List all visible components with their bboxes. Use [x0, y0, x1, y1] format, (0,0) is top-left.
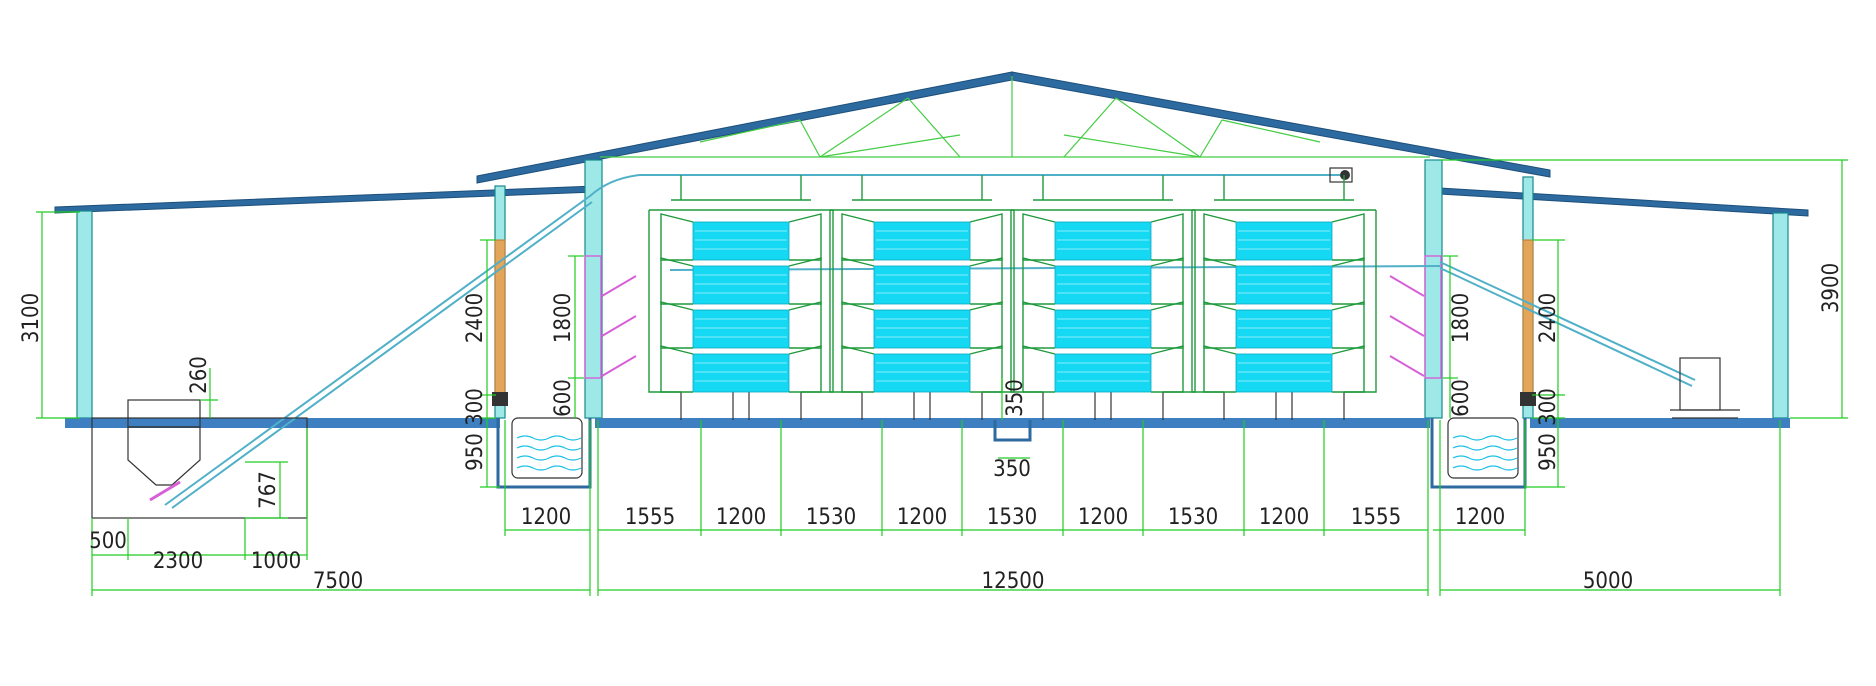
right-annex-roof [1439, 187, 1809, 217]
dim-span-left: 7500 [313, 569, 363, 594]
dim-pit-width-right: 1200 [1455, 505, 1505, 530]
cage-tier [1235, 265, 1333, 305]
main-roof-left-slope [476, 71, 1013, 184]
dim-channel-w: 350 [993, 457, 1031, 482]
cage-battery-3 [1010, 175, 1196, 420]
roof-structure [54, 71, 1809, 217]
silo-outlet [149, 480, 181, 502]
left-water-tank [511, 417, 583, 479]
manure-channel [993, 420, 1032, 442]
left-tank-water [516, 435, 582, 471]
cage-battery-group [648, 175, 1377, 420]
left-annex-roof [54, 185, 596, 214]
dim-cage-4: 1200 [1259, 505, 1309, 530]
dim-silo-500: 500 [89, 529, 127, 554]
dim-silo-260: 260 [187, 356, 212, 394]
dim-cage-3: 1200 [1078, 505, 1128, 530]
silo-cone [127, 426, 201, 486]
water-tanks [511, 417, 1519, 479]
cage-tier [692, 353, 790, 393]
right-bracket-fixtures [1389, 255, 1442, 379]
dim-silo-2300: 2300 [153, 549, 203, 574]
left-pump-unit [492, 392, 508, 406]
dim-aisle-3: 1530 [987, 505, 1037, 530]
cage-tier [873, 265, 971, 305]
cage-tier [1054, 221, 1152, 261]
dim-pit-width-left: 1200 [521, 505, 571, 530]
cage-tier [873, 309, 971, 349]
dimension-labels: 3100 3900 2400 2400 1800 1800 600 600 30… [19, 263, 1844, 594]
dim-wall-right-300: 300 [1536, 388, 1561, 426]
left-bracket-fixtures [584, 255, 637, 379]
ground-middle [595, 418, 1430, 428]
dim-cage-1: 1200 [716, 505, 766, 530]
cage-tier [1235, 309, 1333, 349]
dim-cage-2: 1200 [897, 505, 947, 530]
cage-tier [873, 221, 971, 261]
dim-pit-right: 950 [1536, 433, 1561, 471]
dim-base-left: 600 [551, 379, 576, 417]
dim-aisle-1: 1555 [625, 505, 675, 530]
right-cooling-pad [1522, 239, 1534, 396]
dim-cage-left: 1800 [551, 293, 576, 343]
dim-cage-right: 1800 [1449, 293, 1474, 343]
aisle-ticks [504, 420, 1526, 596]
cage-tier [1235, 221, 1333, 261]
dimension-lines [36, 159, 1848, 596]
right-water-tank [1447, 417, 1519, 479]
cage-tier [692, 265, 790, 305]
ground-left [65, 418, 500, 428]
dim-pad-right: 2400 [1536, 293, 1561, 343]
ground-right [1530, 418, 1790, 428]
dim-aisle-2: 1530 [806, 505, 856, 530]
dim-aisle-5: 1555 [1351, 505, 1401, 530]
dim-aisle-4: 1530 [1168, 505, 1218, 530]
cage-tier [692, 221, 790, 261]
right-tank-water [1452, 435, 1518, 471]
cage-battery-2 [829, 175, 1015, 420]
feed-auger-left [164, 174, 1340, 506]
cage-tier [873, 353, 971, 393]
feed-auger-right [1439, 261, 1696, 381]
dim-silo-767: 767 [256, 471, 281, 509]
dim-height-left-wall: 3100 [19, 293, 44, 343]
feed-auger-right-inner [1439, 267, 1693, 387]
cage-tier [1054, 309, 1152, 349]
right-main-wall [1424, 159, 1443, 419]
cage-battery-1 [648, 175, 834, 420]
left-outer-wall [76, 210, 93, 419]
dim-channel-h: 350 [1003, 379, 1028, 417]
right-pump-unit [1520, 392, 1536, 406]
dim-height-right: 3900 [1819, 263, 1844, 313]
ground-slab [65, 418, 1790, 489]
cage-tier [1054, 265, 1152, 305]
dim-silo-1000: 1000 [251, 549, 301, 574]
cage-tier [692, 309, 790, 349]
cage-tier [1054, 353, 1152, 393]
feed-auger-left-inner [171, 201, 593, 509]
right-outer-wall [1772, 212, 1789, 419]
cage-tier [1235, 353, 1333, 393]
dim-wall-left-300: 300 [463, 388, 488, 426]
dim-pad-left: 2400 [463, 293, 488, 343]
dim-span-middle: 12500 [982, 569, 1045, 594]
roof-truss [600, 76, 1430, 158]
auger-motor [1340, 170, 1350, 180]
dim-base-right: 600 [1449, 379, 1474, 417]
cage-battery-4 [1191, 175, 1377, 420]
dim-span-right: 5000 [1583, 569, 1633, 594]
dim-pit-left: 950 [463, 433, 488, 471]
